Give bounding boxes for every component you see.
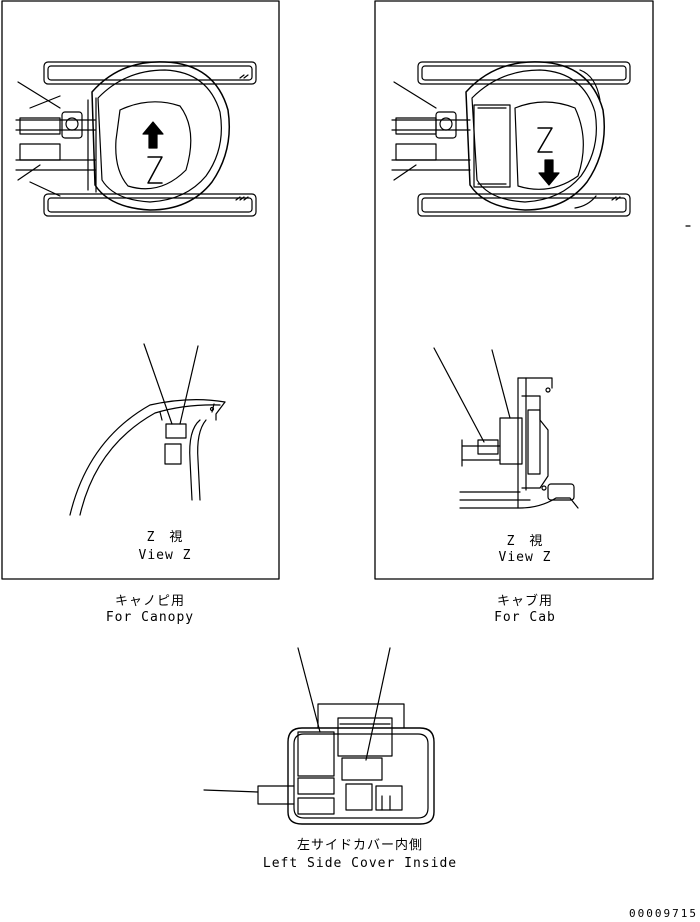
- cab-view-z-en: View Z: [498, 550, 552, 565]
- side-cover-caption-jp: 左サイドカバー内側: [296, 838, 423, 853]
- cab-view-z-jp: Z 視: [506, 534, 544, 549]
- canopy-caption-jp: キャノピ用: [114, 594, 185, 609]
- canopy-machine-top-view: [15, 61, 257, 217]
- cab-machine-top-view: [391, 61, 631, 217]
- canopy-view-z-jp: Z 視: [146, 530, 184, 545]
- cab-panel-frame: [374, 0, 654, 580]
- side-cover-detail: [203, 647, 435, 825]
- canopy-view-z-detail: [69, 343, 226, 516]
- cab-caption-jp: キャブ用: [496, 594, 553, 609]
- canopy-caption-en: For Canopy: [105, 610, 195, 625]
- side-cover-caption-en: Left Side Cover Inside: [262, 856, 458, 871]
- drawing-number: 00009715: [629, 907, 698, 920]
- canopy-panel-frame: [1, 0, 280, 580]
- canopy-view-z-en: View Z: [138, 548, 192, 563]
- cab-view-z-detail: [433, 347, 579, 509]
- cab-caption-en: For Cab: [494, 610, 556, 625]
